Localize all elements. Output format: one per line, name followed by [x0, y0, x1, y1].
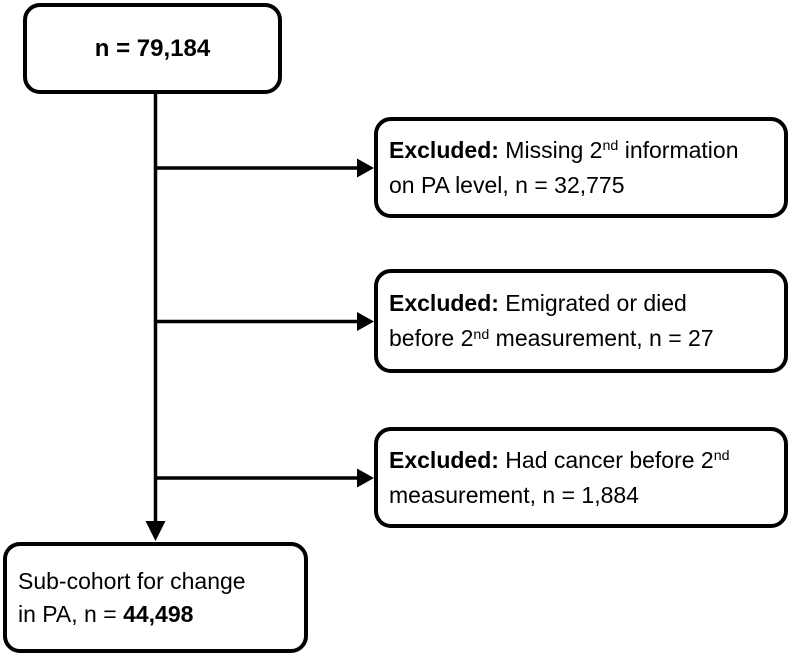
- exclusion-box-missing-pa-info: Excluded: Missing 2nd information on PA …: [374, 117, 788, 218]
- ordinal-superscript: nd: [602, 138, 619, 155]
- excluded-label: Excluded:: [389, 290, 499, 316]
- exclusion-line: before 2nd measurement, n = 27: [389, 325, 714, 351]
- subcohort-box: Sub-cohort for change in PA, n = 44,498: [3, 542, 308, 653]
- arrow-down-icon: [145, 521, 166, 541]
- ordinal-superscript: nd: [473, 326, 490, 343]
- exclusion-line: measurement, n = 1,884: [389, 481, 639, 508]
- subcohort-line1: Sub-cohort for change: [18, 567, 246, 594]
- total-cohort-box: n = 79,184: [23, 3, 282, 94]
- exclusion-box-had-cancer: Excluded: Had cancer before 2nd measurem…: [374, 427, 788, 528]
- excluded-label: Excluded:: [389, 446, 499, 473]
- total-cohort-count: n = 79,184: [94, 34, 211, 62]
- subcohort-line2: in PA, n = 44,498: [18, 600, 194, 627]
- excluded-label: Excluded:: [389, 136, 499, 163]
- exclusion-line: on PA level, n = 32,775: [389, 171, 625, 198]
- arrow-right-icon-3: [357, 468, 374, 488]
- exclusion-line: Excluded: Emigrated or died: [389, 290, 687, 316]
- arrow-right-icon-2: [357, 312, 374, 331]
- arrow-right-icon-1: [357, 158, 374, 178]
- exclusion-line: Excluded: Missing 2nd information: [389, 136, 739, 163]
- exclusion-box-emigrated-or-died: Excluded: Emigrated or died before 2nd m…: [374, 269, 788, 373]
- exclusion-line: Excluded: Had cancer before 2nd: [389, 446, 730, 473]
- subcohort-count: 44,498: [123, 600, 194, 627]
- ordinal-superscript: nd: [713, 448, 730, 465]
